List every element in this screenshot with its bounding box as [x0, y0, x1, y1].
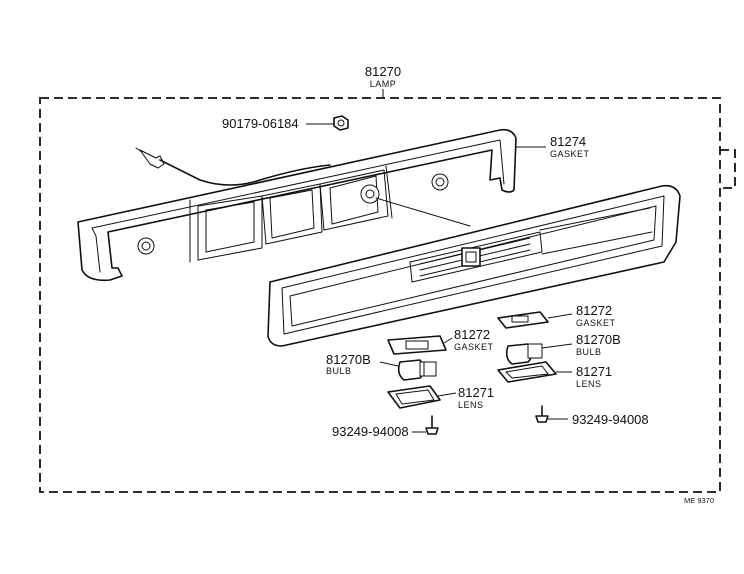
label-housing-gasket-name: GASKET [550, 149, 590, 159]
label-screw-right: 93249-94008 [572, 412, 649, 427]
label-lens-right-name: LENS [576, 379, 602, 389]
lens-left-part [387, 385, 441, 409]
label-bulb-left-number: 81270B [326, 352, 371, 367]
bulb-right-part [505, 343, 543, 365]
label-nut: 90179-06184 [222, 116, 299, 131]
bulb-left-part [397, 359, 437, 381]
label-bulb-right-number: 81270B [576, 332, 621, 347]
assembly-part-number: 81270 [365, 64, 401, 79]
label-gasket-right-number: 81272 [576, 303, 612, 318]
label-bulb-right-name: BULB [576, 347, 602, 357]
leader-gasket-right [547, 313, 573, 319]
figure-code: ME 9370 [684, 496, 714, 505]
screw-right-part [535, 405, 549, 423]
assembly-part-name: LAMP [370, 79, 397, 89]
label-gasket-left-number: 81272 [454, 327, 490, 342]
gasket-housing [77, 128, 517, 282]
boundary-right-step [720, 149, 736, 189]
lamp-body [267, 184, 681, 347]
label-housing-gasket-number: 81274 [550, 134, 586, 149]
label-lens-right-number: 81271 [576, 364, 612, 379]
leader-gasket-left [443, 337, 453, 344]
screw-left-part [425, 415, 439, 435]
label-lens-left-name: LENS [458, 400, 484, 410]
label-screw-left: 93249-94008 [332, 424, 409, 439]
nut-part [333, 115, 349, 131]
gasket-right-part [497, 311, 549, 329]
label-gasket-right-name: GASKET [576, 318, 616, 328]
leader-bulb-left [379, 361, 399, 367]
leader-bulb-right [541, 343, 573, 349]
label-lens-left-number: 81271 [458, 385, 494, 400]
leader-lens-left [437, 392, 457, 397]
label-gasket-left-name: GASKET [454, 342, 494, 352]
gasket-left-part [387, 335, 447, 355]
lens-right-part [497, 361, 557, 383]
assembly-boundary [39, 97, 721, 493]
label-bulb-left-name: BULB [326, 366, 352, 376]
